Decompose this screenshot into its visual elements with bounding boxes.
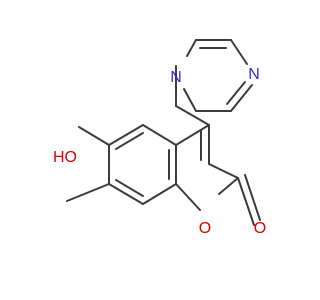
bond-benzene-inner-bottom: [115, 179, 144, 197]
bond-c4a-c4: [175, 124, 210, 146]
bond-benzene-upper-right: [142, 124, 177, 146]
bond-c6-hydroxyl: [78, 126, 110, 146]
bond-benzene-bottom-left: [108, 183, 144, 205]
imidazole-n3-label: N: [248, 66, 260, 83]
bond-benzene-top: [108, 124, 144, 146]
bond-carbonyl-b: [244, 174, 261, 221]
bond-n1-c5: [186, 39, 197, 57]
bond-n3-c2: [230, 84, 253, 112]
chemical-structure-diagram: N N HO O O: [53, 39, 266, 237]
atom-label-layer: N N HO O O: [53, 66, 266, 237]
bond-benzene-bottom-right: [142, 183, 177, 205]
bond-c2-n1-upper: [183, 88, 197, 112]
bond-c4-methylene: [175, 105, 210, 126]
bond-c2-o-ring: [218, 177, 239, 195]
bond-c3-c2: [208, 163, 239, 179]
bond-layer: [66, 39, 261, 226]
bond-o-ring-c8a: [175, 183, 201, 211]
bond-carbonyl-a: [237, 177, 255, 226]
carbonyl-oxygen-label: O: [254, 220, 266, 237]
hydroxyl-label: HO: [53, 149, 77, 166]
bond-c7-methyl: [66, 183, 110, 202]
imidazole-n1-label: N: [170, 69, 182, 86]
ring-oxygen-label: O: [199, 220, 211, 237]
bond-benzene-inner-top: [115, 132, 144, 150]
bond-n3-c2-double: [226, 81, 246, 105]
bond-c4-n3: [230, 39, 248, 65]
